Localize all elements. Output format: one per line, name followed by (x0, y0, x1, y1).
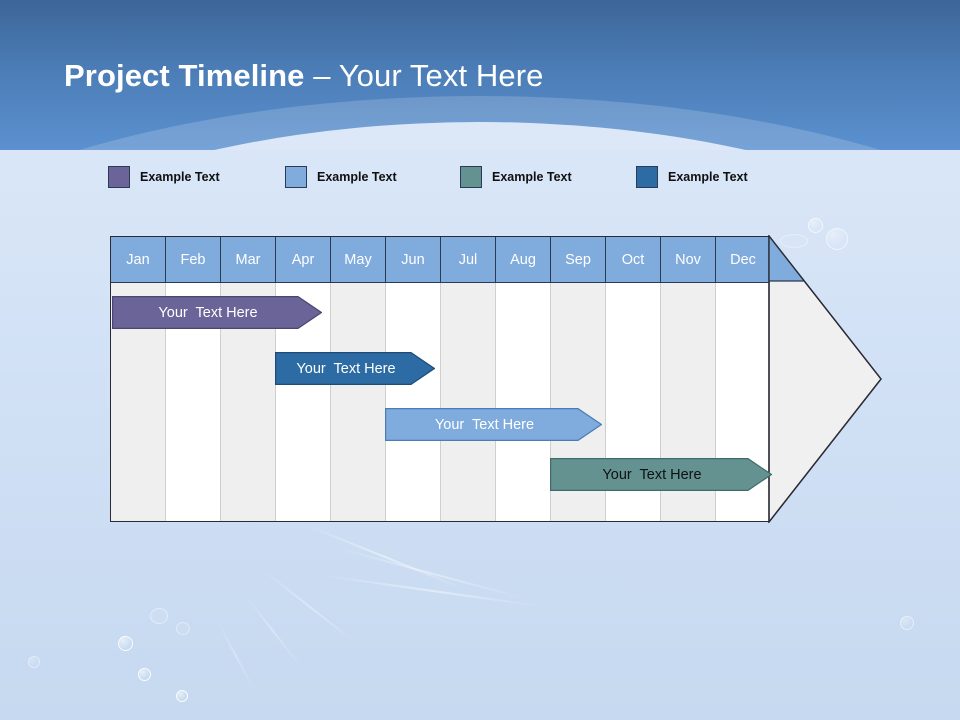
legend-item-2[interactable]: Example Text (285, 166, 397, 188)
task-bar-arrow-icon-1 (112, 296, 322, 329)
column-divider (165, 283, 166, 521)
task-bar-1[interactable]: Your Text Here (112, 296, 322, 329)
column-divider (715, 283, 716, 521)
legend-swatch-icon-1 (108, 166, 130, 188)
legend-swatch-icon-3 (460, 166, 482, 188)
column-divider (385, 283, 386, 521)
column-divider (660, 283, 661, 521)
page-title-regular: – Your Text Here (304, 58, 544, 93)
month-column-aug (496, 237, 551, 521)
task-bar-3[interactable]: Your Text Here (385, 408, 602, 441)
legend-label-4: Example Text (668, 170, 748, 184)
header-band (0, 0, 960, 150)
legend-item-1[interactable]: Example Text (108, 166, 220, 188)
month-header-aug[interactable]: Aug (496, 237, 551, 282)
task-bar-2[interactable]: Your Text Here (275, 352, 435, 385)
column-divider (440, 283, 441, 521)
month-header-apr[interactable]: Apr (276, 237, 331, 282)
month-column-mar (221, 237, 276, 521)
task-bar-4[interactable]: Your Text Here (550, 458, 772, 491)
month-header-jan[interactable]: Jan (111, 237, 166, 282)
legend-label-2: Example Text (317, 170, 397, 184)
page-title: Project Timeline – Your Text Here (64, 58, 543, 94)
month-header-sep[interactable]: Sep (551, 237, 606, 282)
month-header-may[interactable]: May (331, 237, 386, 282)
legend: Example Text Example Text Example Text E… (108, 166, 808, 196)
task-bar-arrow-icon-4 (550, 458, 772, 491)
legend-swatch-icon-4 (636, 166, 658, 188)
task-bar-label-4: Your Text Here (602, 466, 702, 483)
month-header-feb[interactable]: Feb (166, 237, 221, 282)
month-header-mar[interactable]: Mar (221, 237, 276, 282)
task-bar-label-2: Your Text Here (296, 360, 396, 377)
legend-label-1: Example Text (140, 170, 220, 184)
page-title-bold: Project Timeline (64, 58, 305, 93)
legend-item-4[interactable]: Example Text (636, 166, 748, 188)
legend-label-3: Example Text (492, 170, 572, 184)
header-underline (111, 282, 771, 284)
month-header-dec[interactable]: Dec (716, 237, 771, 282)
legend-swatch-icon-2 (285, 166, 307, 188)
month-header-nov[interactable]: Nov (661, 237, 716, 282)
month-header-oct[interactable]: Oct (606, 237, 661, 282)
month-column-feb (166, 237, 221, 521)
timeline-arrow-head-icon (768, 235, 882, 523)
task-bar-arrow-icon-2 (275, 352, 435, 385)
task-bar-arrow-icon-3 (385, 408, 602, 441)
month-header-jun[interactable]: Jun (386, 237, 441, 282)
column-divider (605, 283, 606, 521)
legend-item-3[interactable]: Example Text (460, 166, 572, 188)
column-divider (275, 283, 276, 521)
column-divider (330, 283, 331, 521)
month-column-jul (441, 237, 496, 521)
column-divider (220, 283, 221, 521)
column-divider (495, 283, 496, 521)
month-column-jan (111, 237, 166, 521)
task-bar-label-1: Your Text Here (158, 304, 258, 321)
task-bar-label-3: Your Text Here (434, 416, 535, 433)
column-divider (550, 283, 551, 521)
month-header-jul[interactable]: Jul (441, 237, 496, 282)
